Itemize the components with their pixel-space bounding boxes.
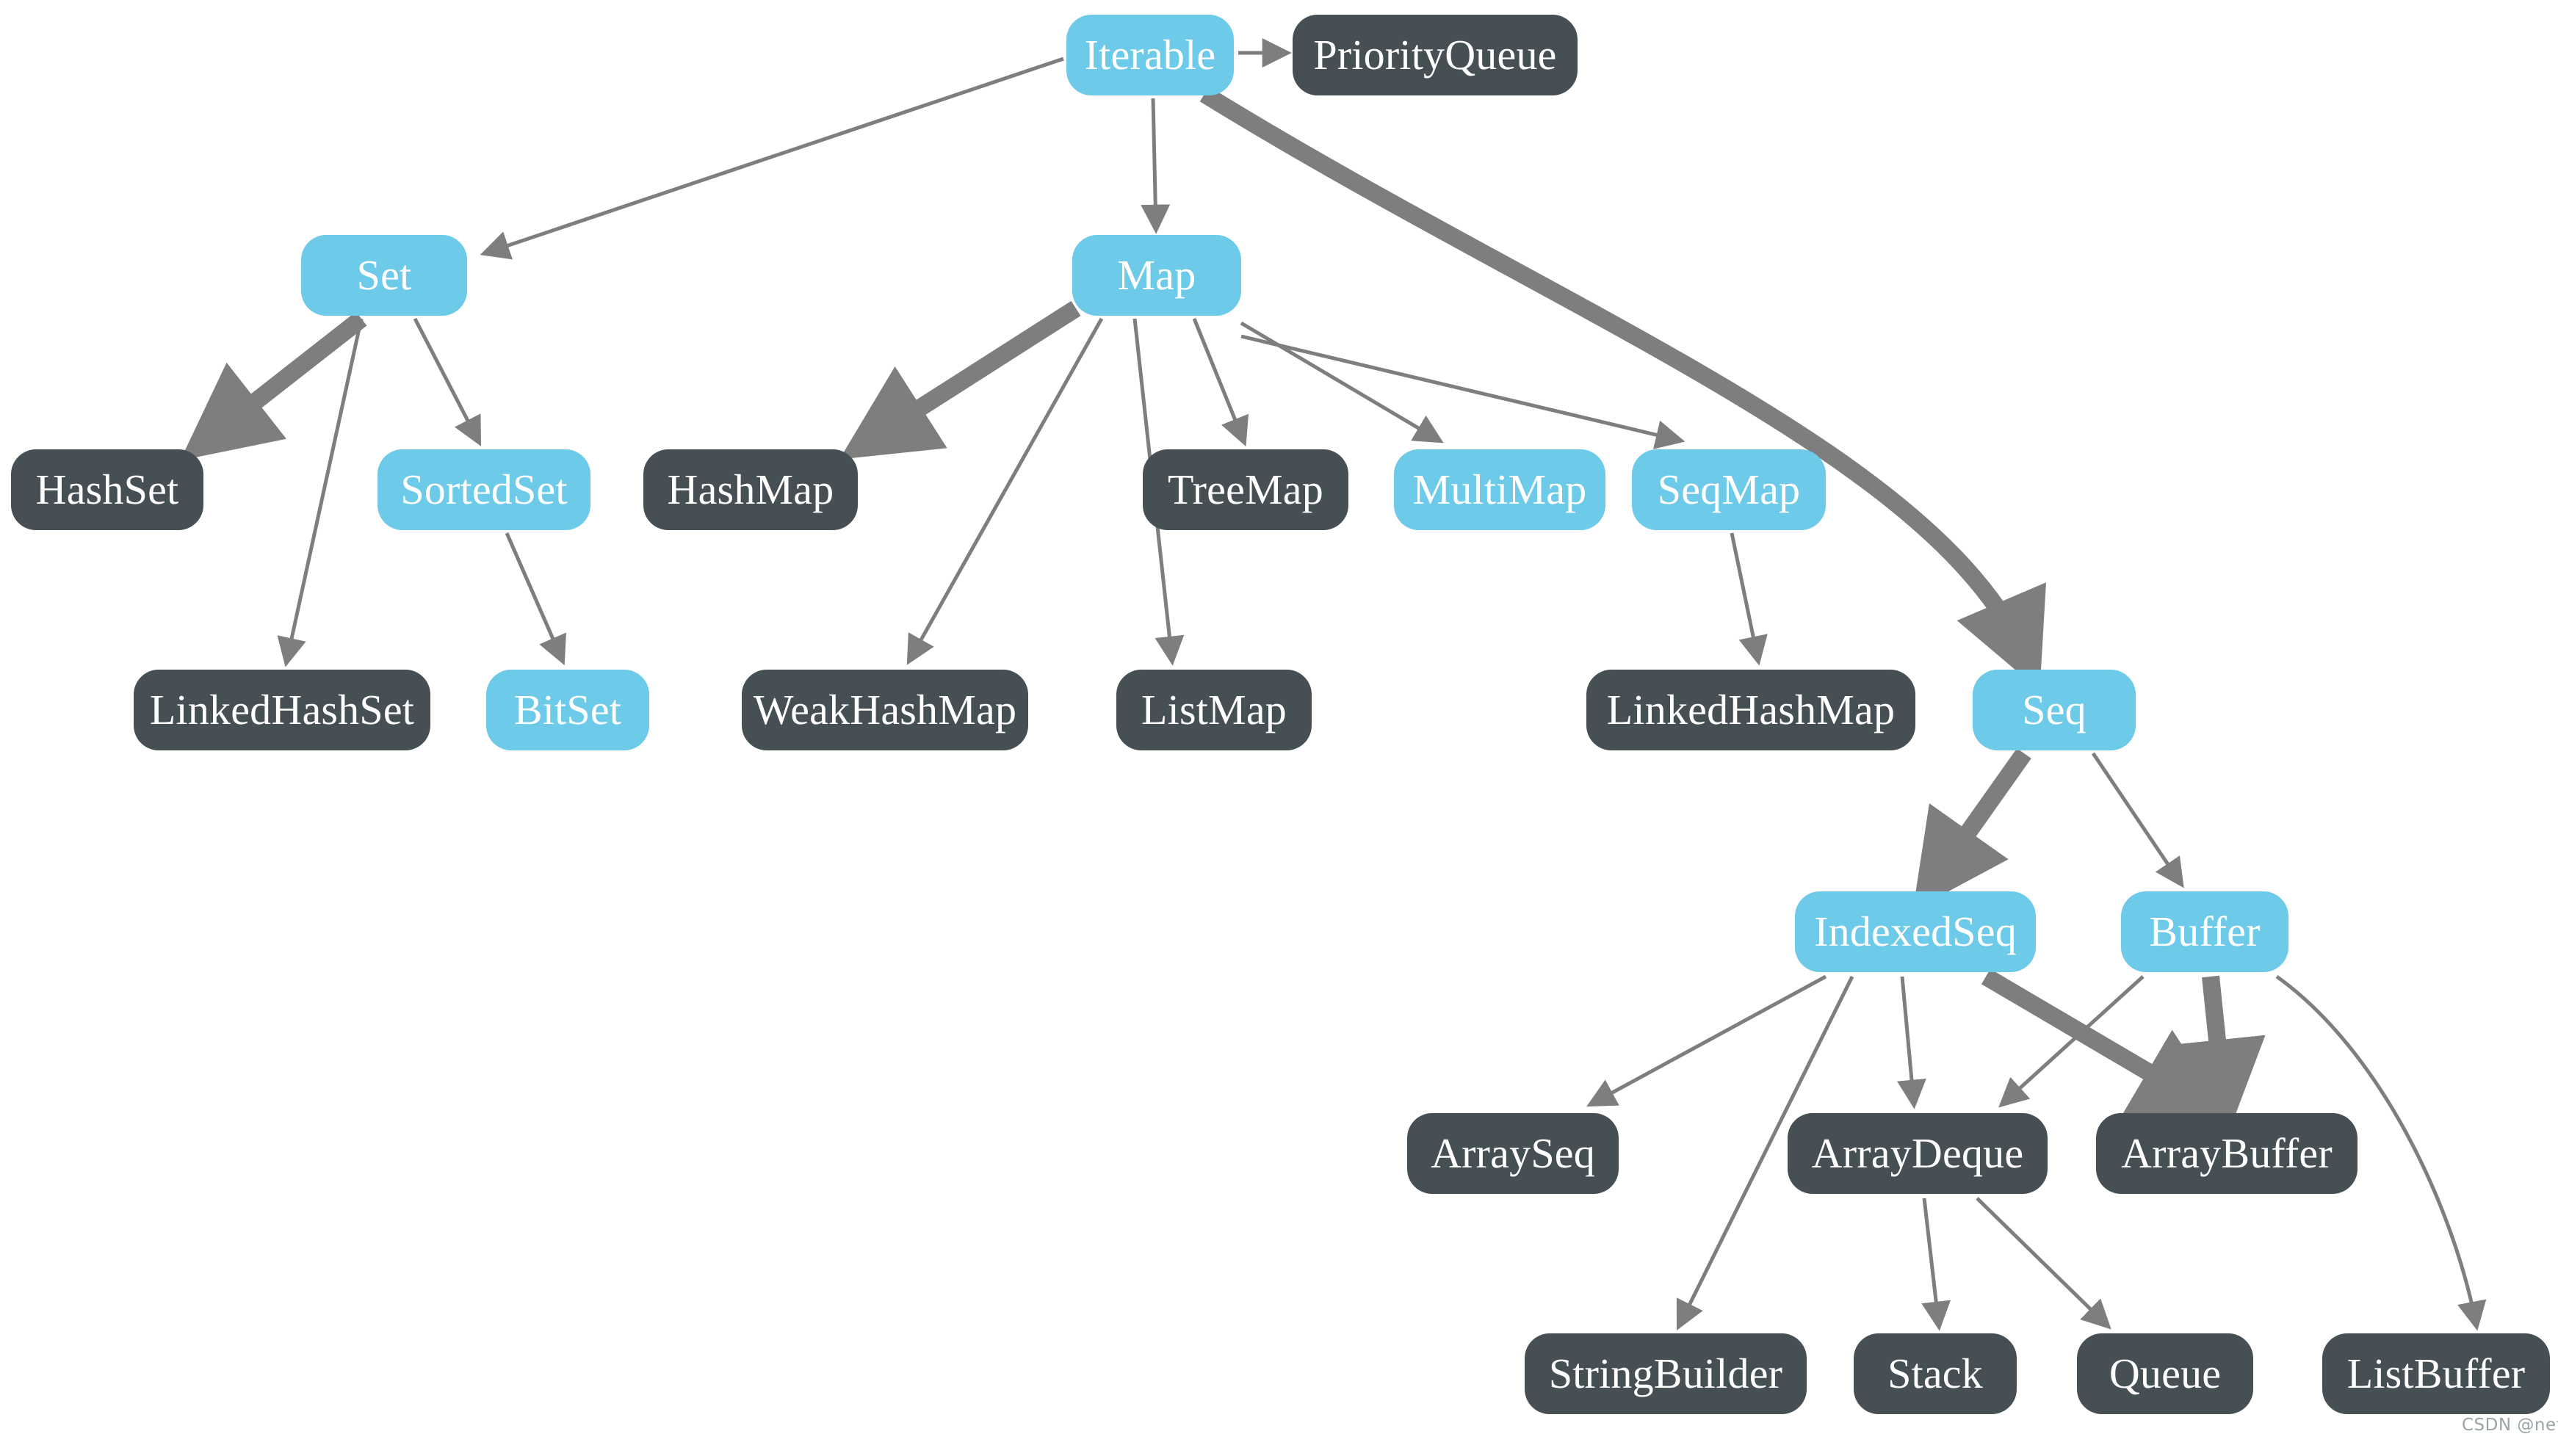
edge-seq-to-buffer [2091,752,2184,888]
node-seq[interactable]: Seq [1973,670,2136,750]
edge-map-to-treemap [1192,318,1249,447]
node-map[interactable]: Map [1072,235,1241,316]
node-queue[interactable]: Queue [2077,1333,2253,1414]
edge-indexedseq-to-arraydeque [1897,976,1926,1109]
node-weakhashmap[interactable]: WeakHashMap [742,670,1028,750]
edge-map-to-hashmap [839,300,1081,460]
edge-iterable-to-map [1141,98,1171,234]
node-listbuffer[interactable]: ListBuffer [2322,1333,2550,1414]
edge-map-to-seqmap [1240,334,1686,449]
edge-buffer-to-arraybuffer [2169,975,2266,1137]
node-stack[interactable]: Stack [1854,1333,2017,1414]
edge-iterable-to-set [480,57,1064,260]
edge-set-to-linkedhashset [277,318,364,667]
edge-seq-to-indexedseq [1912,748,2031,910]
edge-arraydeque-to-stack [1921,1198,1951,1331]
edge-indexedseq-to-arraybuffer [1981,968,2231,1121]
node-stringbuilder[interactable]: StringBuilder [1525,1333,1807,1414]
edge-indexedseq-to-arrayseq [1586,974,1827,1107]
edge-set-to-sortedset [413,317,482,446]
edge-iterable-to-seq [1199,86,2046,691]
node-hashset[interactable]: HashSet [11,449,203,530]
node-seqmap[interactable]: SeqMap [1632,449,1826,530]
node-treemap[interactable]: TreeMap [1143,449,1348,530]
node-linkedhashset[interactable]: LinkedHashSet [134,670,430,750]
node-priorityqueue[interactable]: PriorityQueue [1293,15,1578,95]
edge-map-to-multimap [1240,321,1444,443]
node-listmap[interactable]: ListMap [1116,670,1312,750]
edge-set-to-hashset [180,311,367,461]
node-hashmap[interactable]: HashMap [643,449,858,530]
edge-sortedset-to-bitset [505,532,566,666]
node-bitset[interactable]: BitSet [486,670,649,750]
node-indexedseq[interactable]: IndexedSeq [1795,891,2036,972]
node-arraybuffer[interactable]: ArrayBuffer [2096,1113,2358,1194]
node-multimap[interactable]: MultiMap [1394,449,1605,530]
edge-buffer-to-arraydeque [1998,975,2145,1108]
edge-map-to-weakhashmap [906,317,1104,665]
edge-seqmap-to-linkedhashmap [1730,532,1768,666]
edge-arraydeque-to-queue [1976,1197,2111,1330]
node-sortedset[interactable]: SortedSet [377,449,590,530]
node-iterable[interactable]: Iterable [1066,15,1234,95]
node-linkedhashmap[interactable]: LinkedHashMap [1586,670,1915,750]
node-arrayseq[interactable]: ArraySeq [1407,1113,1619,1194]
watermark-label: CSDN @nefu-ljw [2462,1416,2558,1435]
node-arraydeque[interactable]: ArrayDeque [1788,1113,2048,1194]
node-set[interactable]: Set [301,235,467,316]
node-buffer[interactable]: Buffer [2121,891,2288,972]
